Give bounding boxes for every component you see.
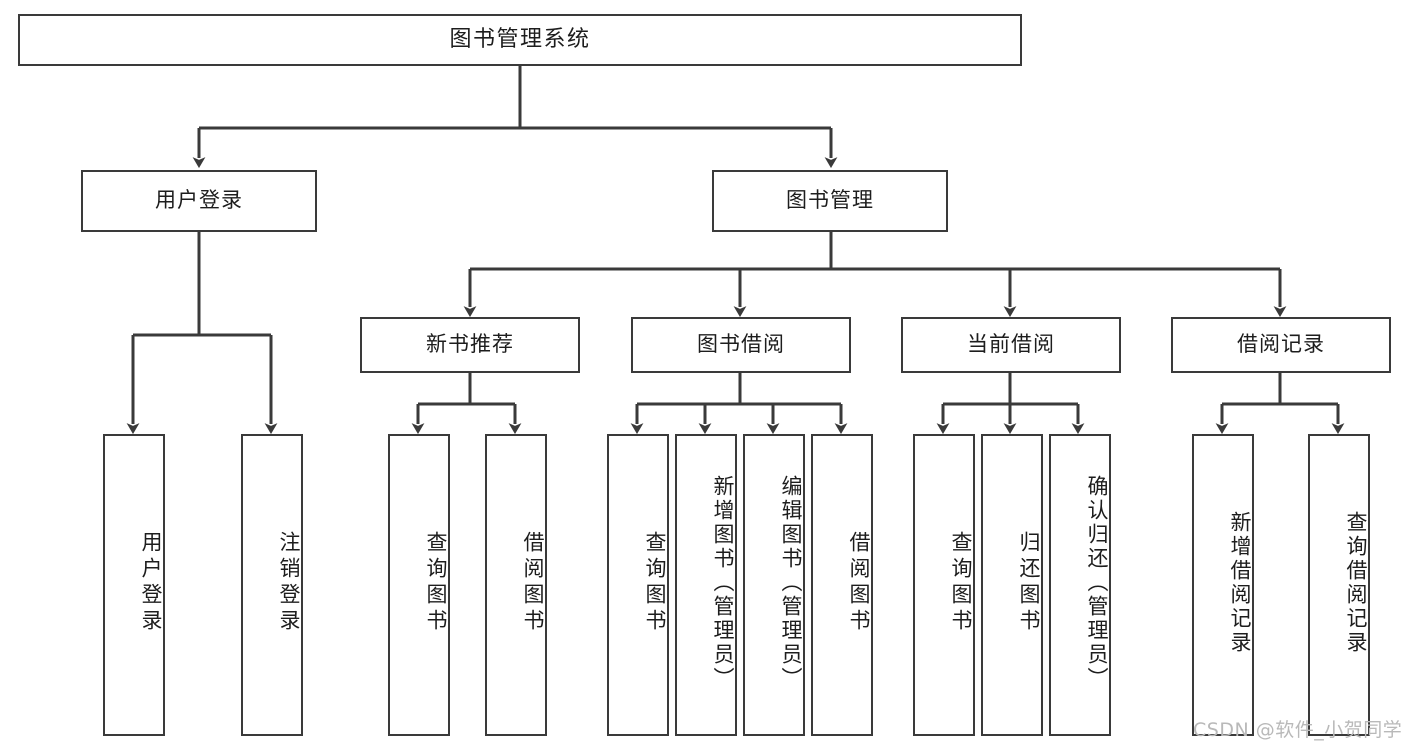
watermark-text: CSDN @软件_小贺同学 — [1193, 719, 1403, 741]
node-label: 用户登录 — [155, 188, 243, 213]
leaf-borrow-book[interactable]: 借阅图书 — [811, 434, 873, 736]
node-new-book-recommend[interactable]: 新书推荐 — [360, 317, 580, 373]
node-book-management[interactable]: 图书管理 — [712, 170, 948, 232]
node-label: 用户登录 — [139, 531, 163, 635]
node-label: 查询图书 — [949, 531, 973, 635]
leaf-edit-book-admin[interactable]: 编辑图书（管理员） — [743, 434, 805, 736]
leaf-logout[interactable]: 注销登录 — [241, 434, 303, 736]
node-book-borrow[interactable]: 图书借阅 — [631, 317, 851, 373]
node-label: 查询借阅记录 — [1344, 511, 1368, 655]
node-user-login[interactable]: 用户登录 — [81, 170, 317, 232]
node-label: 归还图书 — [1017, 531, 1041, 635]
node-root-system[interactable]: 图书管理系统 — [18, 14, 1022, 66]
node-label: 借阅图书 — [847, 531, 871, 635]
node-label: 借阅图书 — [521, 531, 545, 635]
node-label: 查询图书 — [424, 531, 448, 635]
node-label: 新书推荐 — [426, 332, 514, 357]
node-label: 借阅记录 — [1237, 332, 1325, 357]
leaf-query-borrow-record[interactable]: 查询借阅记录 — [1308, 434, 1370, 736]
leaf-user-login[interactable]: 用户登录 — [103, 434, 165, 736]
leaf-return-book[interactable]: 归还图书 — [981, 434, 1043, 736]
node-current-borrow[interactable]: 当前借阅 — [901, 317, 1121, 373]
leaf-query-book-current[interactable]: 查询图书 — [913, 434, 975, 736]
node-label: 编辑图书（管理员） — [779, 475, 803, 691]
node-label: 查询图书 — [643, 531, 667, 635]
node-borrow-record[interactable]: 借阅记录 — [1171, 317, 1391, 373]
node-label: 注销登录 — [277, 531, 301, 635]
leaf-query-book-borrow[interactable]: 查询图书 — [607, 434, 669, 736]
leaf-add-borrow-record[interactable]: 新增借阅记录 — [1192, 434, 1254, 736]
node-label: 确认归还（管理员） — [1085, 475, 1109, 691]
node-label: 图书管理 — [786, 188, 874, 213]
node-label: 当前借阅 — [967, 332, 1055, 357]
node-label: 新增借阅记录 — [1228, 511, 1252, 655]
node-label: 图书借阅 — [697, 332, 785, 357]
leaf-confirm-return-admin[interactable]: 确认归还（管理员） — [1049, 434, 1111, 736]
node-label: 新增图书（管理员） — [711, 475, 735, 691]
node-label: 图书管理系统 — [449, 26, 591, 52]
csdn-watermark: CSDN @软件_小贺同学 — [1193, 715, 1402, 742]
leaf-borrow-book-recommend[interactable]: 借阅图书 — [485, 434, 547, 736]
leaf-add-book-admin[interactable]: 新增图书（管理员） — [675, 434, 737, 736]
leaf-query-book-recommend[interactable]: 查询图书 — [388, 434, 450, 736]
